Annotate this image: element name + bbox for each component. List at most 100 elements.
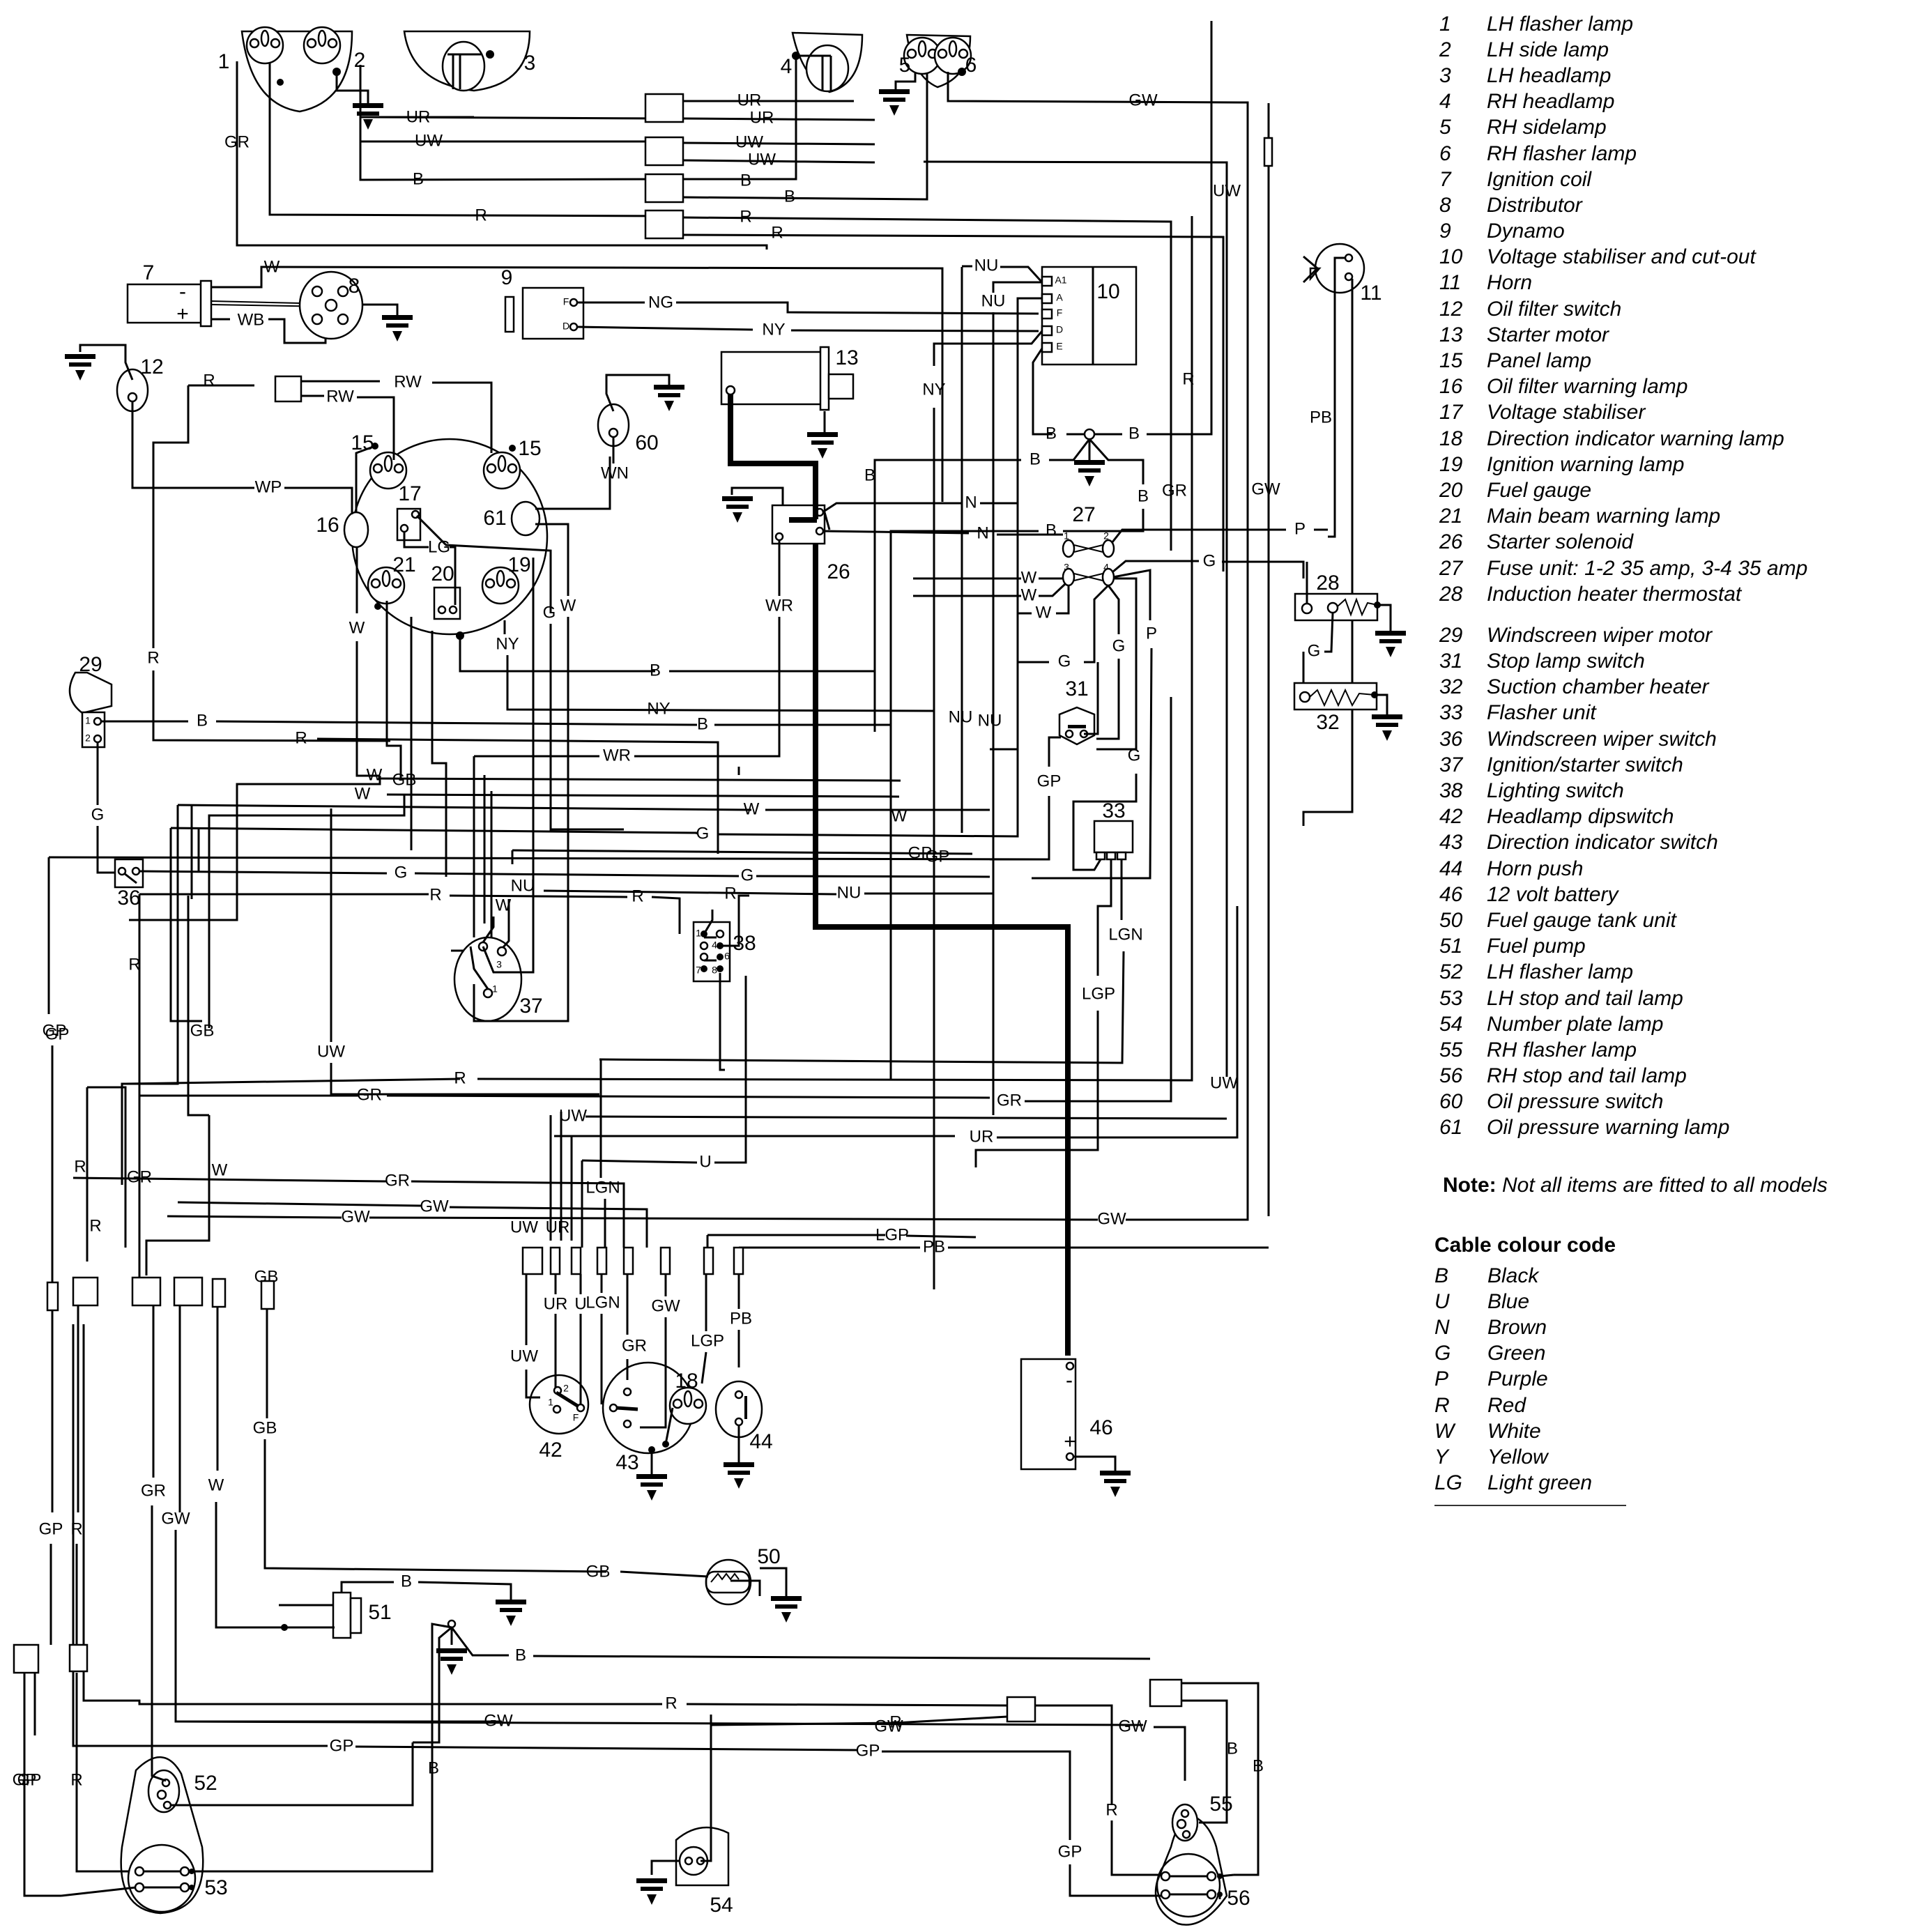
battery-neg-label: - <box>1066 1369 1073 1392</box>
wire-label: UR <box>970 1127 994 1146</box>
wire-label: NU <box>837 883 862 902</box>
pin-1: 1 <box>696 928 701 939</box>
legend-item-text: Ignition warning lamp <box>1487 452 1685 476</box>
wire-label: W <box>560 596 576 615</box>
legend-item-text: Voltage stabiliser <box>1487 401 1646 424</box>
wire-label: W <box>891 806 908 825</box>
colour-code-name: Green <box>1487 1342 1546 1365</box>
wire-label: G <box>91 805 105 824</box>
label-19: 19 <box>507 553 530 576</box>
distributor: 8 <box>298 270 413 342</box>
colour-code-abbrev: LG <box>1434 1471 1463 1495</box>
pin-f: F <box>573 1412 579 1423</box>
legend-item-text: LH side lamp <box>1487 38 1609 61</box>
wire-label: LGP <box>1082 984 1115 1003</box>
wire-label: B <box>740 171 751 190</box>
wire-label: U <box>574 1294 586 1313</box>
lighting-switch: 1 4 6 7 8 38 R <box>692 884 756 1071</box>
legend-item-text: Fuel pump <box>1487 935 1586 958</box>
label-5: 5 <box>899 54 911 77</box>
wire-label: B <box>784 187 795 206</box>
wire-label: GW <box>484 1711 513 1730</box>
rh-front-lamp-unit: 5 6 <box>879 33 977 116</box>
wire-label: W <box>208 1475 224 1494</box>
legend-item-text: Suction chamber heater <box>1487 675 1709 699</box>
legend-item-number: 43 <box>1439 831 1463 854</box>
wire-label: UW <box>510 1218 538 1236</box>
wire-label: W <box>1021 585 1037 604</box>
legend-item-text: LH stop and tail lamp <box>1487 986 1683 1010</box>
reg-terminal-f: F <box>1057 307 1063 319</box>
oil-filter-switch: 12 <box>65 344 230 489</box>
legend-item-number: 55 <box>1439 1038 1463 1061</box>
wire-label: LGN <box>586 1178 620 1197</box>
wire-label: R <box>295 728 307 747</box>
legend-item-text: Panel lamp <box>1487 349 1592 373</box>
earth-icon <box>879 89 910 116</box>
wire-label: GP <box>330 1736 354 1755</box>
legend-item-text: RH stop and tail lamp <box>1487 1064 1687 1088</box>
wire-label: R <box>70 1770 82 1789</box>
legend-item-text: Starter motor <box>1487 323 1609 346</box>
label-50: 50 <box>757 1545 780 1568</box>
wire-label: GB <box>392 770 417 789</box>
pin-2: 2 <box>85 733 91 744</box>
colour-code-abbrev: Y <box>1434 1445 1449 1469</box>
dashboard-wiring: R RW RW R WP 60 WN <box>132 371 684 742</box>
wire-label: R <box>454 1068 466 1087</box>
wire-label: GP <box>45 1025 70 1043</box>
legend-item-text: RH flasher lamp <box>1487 141 1637 165</box>
legend-item-number: 42 <box>1439 805 1463 829</box>
label-4: 4 <box>781 55 793 78</box>
lh-headlamp: 3 <box>403 30 535 92</box>
legend-item-text: Dynamo <box>1487 220 1565 243</box>
indicator-warning-lamp-icon <box>668 1386 707 1425</box>
legend-item-text: RH sidelamp <box>1487 116 1607 139</box>
wire-label: GB <box>586 1562 611 1581</box>
legend-item-number: 4 <box>1439 90 1451 114</box>
wire-label: WP <box>255 477 282 496</box>
legend-item-text: Lighting switch <box>1487 779 1624 803</box>
label-17: 17 <box>398 482 421 505</box>
wire-label: B <box>1046 521 1057 539</box>
colour-code-name: Brown <box>1487 1315 1547 1339</box>
legend-item-number: 37 <box>1439 753 1463 776</box>
wire-label: NU <box>949 707 973 726</box>
legend-item-text: Fuse unit: 1-2 35 amp, 3-4 35 amp <box>1487 556 1808 580</box>
wire-label: GW <box>1118 1717 1147 1735</box>
wire-label: R <box>771 223 783 242</box>
fuel-pump: B 51 <box>279 1572 526 1639</box>
fuse-terminal-2: 2 <box>1103 530 1109 542</box>
wire-label: G <box>1058 652 1071 670</box>
legend-item-number: 31 <box>1439 650 1463 673</box>
legend-item-text: Flasher unit <box>1487 701 1596 725</box>
battery-pos-label: + <box>1064 1430 1076 1453</box>
legend-item-number: 3 <box>1439 63 1451 87</box>
pin-1: 1 <box>492 983 498 995</box>
wire-label: R <box>632 887 643 905</box>
pin-1: 1 <box>85 715 91 726</box>
wire-label: B <box>413 169 424 188</box>
wire-label: GR <box>385 1171 410 1190</box>
wire-label: W <box>1021 568 1037 587</box>
label-26: 26 <box>827 560 850 583</box>
wire-label: B <box>197 711 208 730</box>
coil-neg-label: - <box>179 280 186 303</box>
wire-label: NU <box>978 711 1002 730</box>
legend-item-text: Ignition coil <box>1487 167 1592 191</box>
legend-item-text: Windscreen wiper switch <box>1487 727 1717 751</box>
legend-item-number: 16 <box>1439 375 1463 399</box>
